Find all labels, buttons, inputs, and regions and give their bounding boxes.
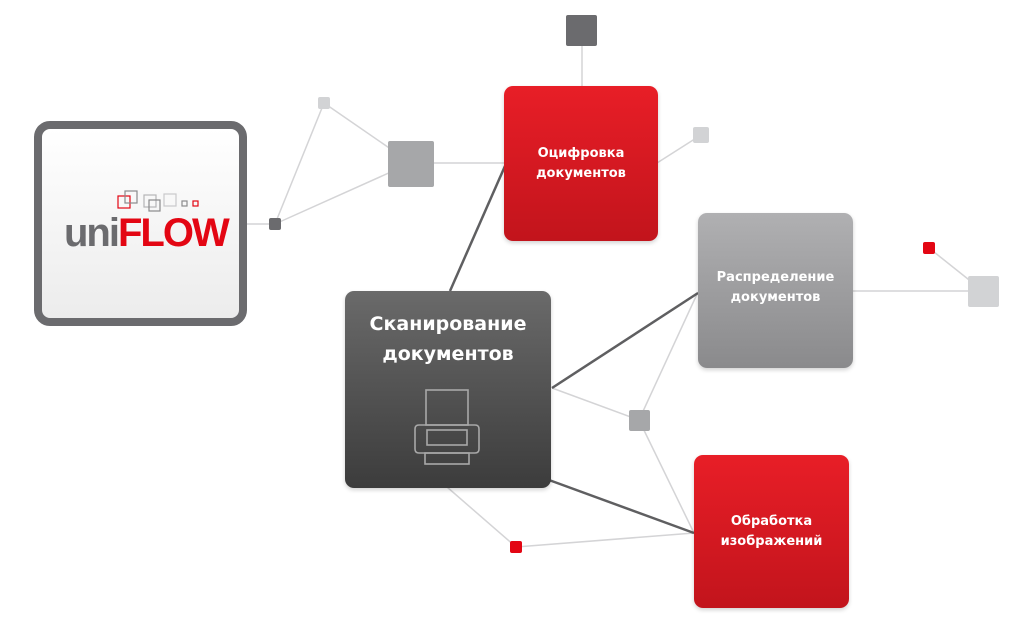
logo-suffix: FLOW: [117, 211, 230, 255]
node-label: изображений: [720, 533, 823, 549]
logo-squares-icon: [117, 190, 199, 212]
medium-node-light: [968, 276, 999, 307]
node-label: документов: [382, 343, 514, 365]
small-node-gray: [629, 410, 650, 431]
small-node-light: [693, 127, 709, 143]
small-node-red: [923, 242, 935, 254]
node-scan-documents: Сканирование документов: [345, 291, 551, 488]
node-image-processing: Обработка изображений: [694, 455, 849, 608]
uniflow-wordmark: uniFLOW: [64, 211, 230, 256]
node-label: Распределение: [716, 270, 835, 285]
small-node-dark: [269, 218, 281, 230]
node-label: документов: [730, 290, 821, 305]
medium-node-gray: [388, 141, 434, 187]
top-node-dark: [566, 15, 597, 46]
logo-prefix: uni: [64, 211, 120, 255]
node-label: Оцифровка: [537, 145, 625, 161]
node-label: документов: [536, 165, 626, 181]
node-digitize-documents: Оцифровка документов: [504, 86, 658, 241]
scanner-icon: [414, 389, 480, 465]
node-distribute-documents: Распределение документов: [698, 213, 853, 368]
node-label: Обработка: [730, 513, 813, 529]
small-node-light: [318, 97, 330, 109]
uniflow-logo-card: uniFLOW: [34, 121, 247, 326]
node-label: Сканирование: [369, 313, 527, 335]
small-node-red: [510, 541, 522, 553]
